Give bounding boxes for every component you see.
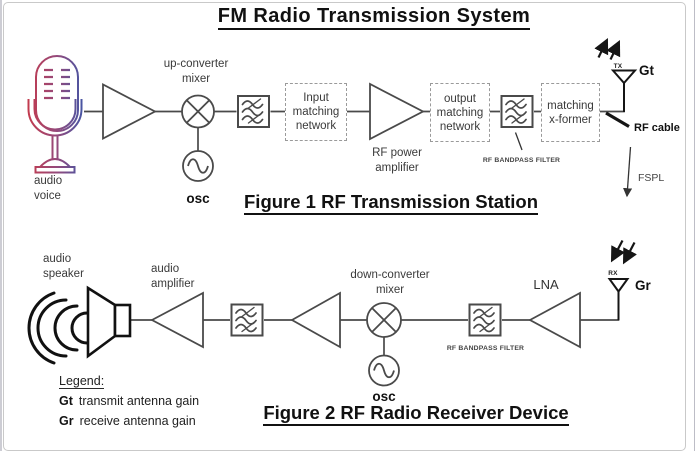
legend-term: Gr bbox=[59, 414, 74, 428]
gt-gain-label: Gt bbox=[639, 63, 654, 78]
fspl-label: FSPL bbox=[638, 172, 665, 184]
audio-speaker-label: audio speaker bbox=[43, 253, 84, 280]
transmit-arrows-icon bbox=[594, 38, 621, 60]
bandpass-filter-icon bbox=[237, 95, 270, 128]
filter-label-pointer bbox=[514, 132, 523, 151]
rf-cable-pointer bbox=[605, 111, 630, 128]
rf-bandpass-filter-label: RF BANDPASS FILTER bbox=[482, 157, 561, 164]
down-converter-mixer-label: down-converter mixer bbox=[350, 269, 430, 296]
legend: Legend: Gt transmit antenna gain Gr receiv… bbox=[59, 374, 199, 428]
gr-gain-label: Gr bbox=[635, 278, 651, 293]
page-title: FM Radio Transmission System bbox=[196, 5, 552, 30]
osc-label: osc bbox=[186, 191, 210, 206]
legend-item-gr: Gr receive antenna gain bbox=[59, 414, 199, 428]
legend-heading: Legend: bbox=[59, 374, 105, 389]
legend-term: Gt bbox=[59, 394, 73, 408]
mixer-icon bbox=[366, 302, 402, 338]
lna-label: LNA bbox=[533, 277, 559, 292]
audio-voice-label: audio voice bbox=[34, 175, 63, 202]
receive-arrows-icon bbox=[610, 239, 637, 265]
bandpass-filter-icon bbox=[468, 303, 502, 337]
oscillator-icon bbox=[368, 354, 400, 387]
output-matching-network-box: output matching network bbox=[430, 83, 490, 142]
mixer-icon bbox=[181, 94, 215, 129]
matching-xformer-box: matching x-former bbox=[541, 83, 600, 142]
antenna-rx-icon bbox=[607, 278, 630, 320]
legend-desc: transmit antenna gain bbox=[78, 394, 200, 408]
rf-bandpass-filter-label: RF BANDPASS FILTER bbox=[446, 345, 525, 352]
up-converter-mixer-label: up-converter mixer bbox=[163, 58, 229, 85]
legend-desc: receive antenna gain bbox=[79, 414, 196, 428]
legend-item-gt: Gt transmit antenna gain bbox=[59, 394, 199, 408]
left-edge-divider bbox=[0, 0, 2, 451]
rf-power-amplifier-label: RF power amplifier bbox=[372, 147, 422, 174]
input-matching-network-box: Input matching network bbox=[285, 83, 347, 141]
lna-amplifier-icon bbox=[528, 291, 581, 349]
bandpass-filter-icon bbox=[500, 95, 534, 128]
bandpass-filter-icon bbox=[230, 303, 264, 337]
if-amplifier-icon bbox=[290, 291, 341, 349]
rf-power-amplifier-icon bbox=[369, 82, 425, 141]
figure2-caption: Figure 2 RF Radio Receiver Device bbox=[250, 402, 582, 426]
figure1-caption: Figure 1 RF Transmission Station bbox=[233, 191, 549, 215]
oscillator-icon bbox=[182, 150, 214, 182]
tx-port-label: TX bbox=[613, 63, 623, 70]
fspl-arrow bbox=[623, 146, 633, 198]
speaker-icon bbox=[27, 285, 132, 365]
audio-amplifier-icon bbox=[150, 291, 204, 349]
rx-port-label: RX bbox=[608, 270, 618, 277]
osc-label: osc bbox=[372, 389, 396, 404]
antenna-tx-icon bbox=[610, 69, 638, 112]
amplifier-icon bbox=[102, 83, 157, 140]
rf-cable-label: RF cable bbox=[634, 122, 680, 134]
audio-amplifier-label: audio amplifier bbox=[151, 263, 195, 290]
microphone-icon bbox=[27, 55, 83, 174]
